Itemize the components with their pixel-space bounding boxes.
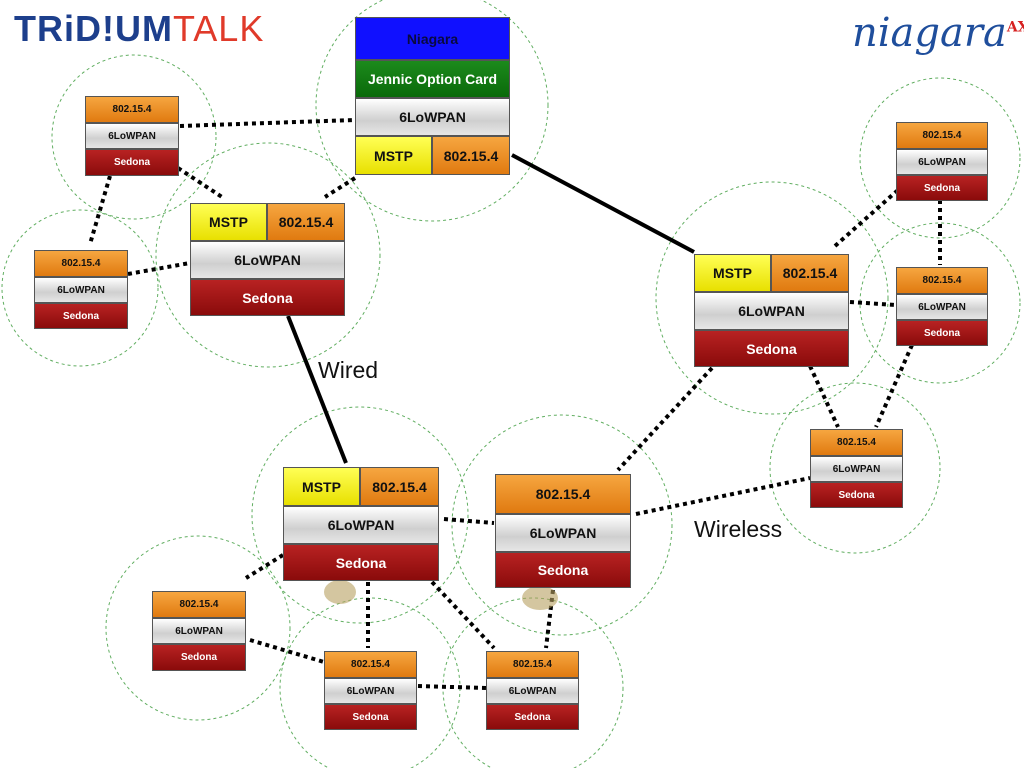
layer-6lowpan: 6LoWPAN [896,294,988,320]
layer-802-15-4: 802.15.4 [152,591,246,618]
layer-sedona: Sedona [486,704,579,730]
layer-sedona: Sedona [810,482,903,508]
layer-6lowpan: 6LoWPAN [283,506,439,544]
wireless-label: Wireless [694,516,783,542]
router-right: MSTP 802.15.4 6LoWPAN Sedona [694,254,849,367]
device-bottom-right: 802.15.4 6LoWPAN Sedona [486,651,579,730]
layer-mstp: MSTP [694,254,771,292]
layer-6lowpan: 6LoWPAN [896,149,988,175]
niagara-logo-text: niagara [852,10,1007,56]
device-top-left: 802.15.4 6LoWPAN Sedona [85,96,179,176]
layer-802-15-4: 802.15.4 [810,429,903,456]
layer-sedona: Sedona [283,544,439,581]
talk-logo-text: TALK [172,8,265,49]
layer-802-15-4: 802.15.4 [34,250,128,277]
layer-802-15-4: 802.15.4 [85,96,179,123]
tridium-logo-text: TRiD!UM [14,8,173,49]
device-right-mid: 802.15.4 6LoWPAN Sedona [896,267,988,346]
layer-mstp: MSTP [190,203,267,241]
layer-sedona: Sedona [694,330,849,367]
device-mid-left: 802.15.4 6LoWPAN Sedona [34,250,128,329]
layer-jennic-option-card: Jennic Option Card [355,60,510,98]
layer-sedona: Sedona [190,279,345,316]
layer-802-15-4: 802.15.4 [324,651,417,678]
wired-link-niagara-router-right [511,153,695,254]
tridium-talk-logo: TRiD!UMTALK [14,8,264,50]
router-bottom: MSTP 802.15.4 6LoWPAN Sedona [283,467,439,581]
device-right-top: 802.15.4 6LoWPAN Sedona [896,122,988,201]
layer-6lowpan: 6LoWPAN [694,292,849,330]
device-bottom-left: 802.15.4 6LoWPAN Sedona [152,591,246,671]
layer-6lowpan: 6LoWPAN [152,618,246,644]
layer-6lowpan: 6LoWPAN [190,241,345,279]
antenna-shadows [324,580,558,610]
layer-802-15-4: 802.15.4 [495,474,631,514]
layer-6lowpan: 6LoWPAN [85,123,179,149]
layer-6lowpan: 6LoWPAN [34,277,128,303]
layer-sedona: Sedona [85,149,179,176]
coordinator-wireless: 802.15.4 6LoWPAN Sedona [495,474,631,588]
layer-802-15-4: 802.15.4 [896,122,988,149]
layer-sedona: Sedona [152,644,246,671]
layer-6lowpan: 6LoWPAN [810,456,903,482]
layer-802-15-4: 802.15.4 [432,136,510,175]
wired-link-router-left-router-bottom [286,315,348,464]
layer-802-15-4: 802.15.4 [486,651,579,678]
layer-6lowpan: 6LoWPAN [355,98,510,136]
router-left: MSTP 802.15.4 6LoWPAN Sedona [190,203,345,316]
layer-802-15-4: 802.15.4 [771,254,849,292]
layer-6lowpan: 6LoWPAN [486,678,579,704]
niagara-ax-logo: niagaraAX [852,10,1024,56]
layer-sedona: Sedona [324,704,417,730]
layer-mstp: MSTP [283,467,360,506]
layer-802-15-4: 802.15.4 [360,467,439,506]
layer-6lowpan: 6LoWPAN [495,514,631,552]
layer-6lowpan: 6LoWPAN [324,678,417,704]
wired-label: Wired [318,357,379,383]
ax-logo-text: AX [1006,19,1024,36]
layer-802-15-4: 802.15.4 [896,267,988,294]
device-bottom-mid: 802.15.4 6LoWPAN Sedona [324,651,417,730]
wireless-links [88,118,942,690]
device-right-low: 802.15.4 6LoWPAN Sedona [810,429,903,508]
layer-802-15-4: 802.15.4 [267,203,345,241]
layer-niagara: Niagara [355,17,510,60]
layer-sedona: Sedona [34,303,128,329]
layer-sedona: Sedona [896,320,988,346]
layer-sedona: Sedona [495,552,631,588]
layer-sedona: Sedona [896,175,988,201]
niagara-station: Niagara Jennic Option Card 6LoWPAN MSTP … [355,17,510,175]
layer-mstp: MSTP [355,136,432,175]
